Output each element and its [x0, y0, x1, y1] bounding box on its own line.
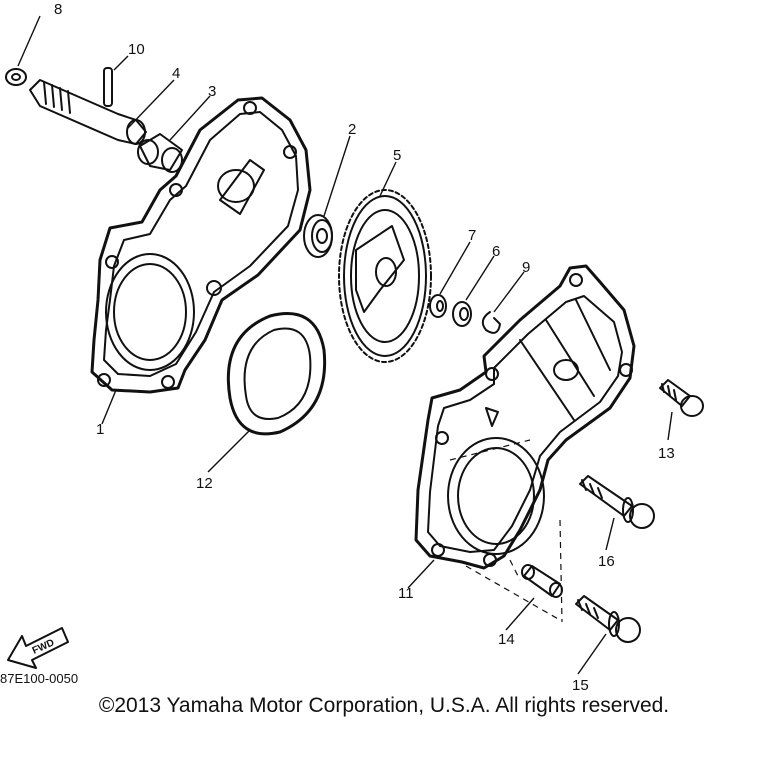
- part-5-gear: [338, 189, 432, 363]
- part-3-bushing: [137, 133, 183, 173]
- alignment-lines: [449, 439, 563, 623]
- part-9-circlip: [481, 311, 501, 334]
- part-11-right-case: [414, 264, 636, 570]
- callout-7: 7: [468, 227, 476, 244]
- callout-8: 8: [54, 1, 62, 18]
- callout-5: 5: [393, 147, 401, 164]
- callout-15: 15: [572, 677, 589, 694]
- callout-12: 12: [196, 475, 213, 492]
- copyright-notice: ©2013 Yamaha Motor Corporation, U.S.A. A…: [98, 694, 670, 717]
- callout-14: 14: [498, 631, 515, 648]
- callout-labels: 8 10 4 3 2 5 7 6 9 1 12 13 16 11 14 15: [54, 1, 675, 694]
- callout-1: 1: [96, 421, 104, 438]
- part-16-bolt: [579, 475, 655, 529]
- part-2-bearing: [303, 214, 333, 258]
- callout-6: 6: [492, 243, 500, 260]
- part-1-left-case: [90, 96, 312, 394]
- part-6-washer: [452, 301, 472, 327]
- callout-10: 10: [128, 41, 145, 58]
- part-7-washer: [429, 294, 447, 318]
- part-15-bolt: [575, 595, 641, 643]
- callout-13: 13: [658, 445, 675, 462]
- callout-11: 11: [398, 585, 414, 602]
- part-4-shaft: [29, 79, 147, 145]
- callout-4: 4: [172, 65, 180, 82]
- part-12-seal: [226, 312, 327, 436]
- part-14-dowel: [521, 564, 563, 598]
- callout-9: 9: [522, 259, 530, 276]
- part-13-bolt: [659, 379, 704, 417]
- fwd-arrow-icon: FWD: [7, 627, 69, 669]
- diagram-code: 87E100-0050: [0, 671, 78, 686]
- part-8-washer: [5, 68, 27, 86]
- leader-lines: [17, 15, 673, 675]
- part-10-pin: [103, 67, 113, 107]
- callout-16: 16: [598, 553, 615, 570]
- callout-2: 2: [348, 121, 356, 138]
- callout-3: 3: [208, 83, 216, 100]
